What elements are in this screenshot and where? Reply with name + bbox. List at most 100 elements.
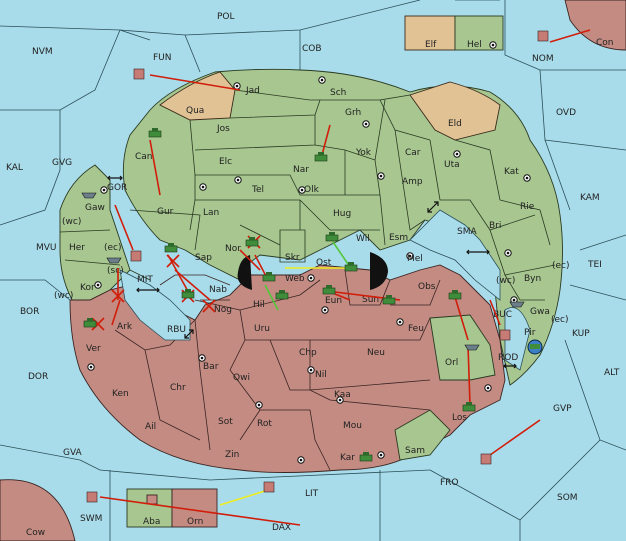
supply-center-sch xyxy=(318,76,326,84)
sea-label-dor: DOR xyxy=(28,372,48,382)
army-eun xyxy=(322,285,336,295)
land-label-hug: Hug xyxy=(333,209,351,219)
fleet-kor xyxy=(106,257,122,264)
sea-label-nvm: NVM xyxy=(32,47,53,57)
land-label-elf: Elf xyxy=(425,40,437,50)
army-buc xyxy=(499,329,511,341)
sea-label-fro: FRO xyxy=(440,478,459,488)
supply-center-jad xyxy=(233,82,241,90)
sea-label-kam: KAM xyxy=(580,193,600,203)
land-label-group: Elf Hel Con Jad Sch Qua Jos Grh Eld Can … xyxy=(26,38,614,538)
canal xyxy=(237,252,388,290)
units xyxy=(81,30,549,503)
land-label-nab: Nab xyxy=(209,285,227,295)
supply-center-her xyxy=(100,186,108,194)
land-label-aba: Aba xyxy=(143,517,160,527)
land-label-wc2: (wc) xyxy=(496,276,515,286)
army-wil xyxy=(325,232,339,242)
land-label-byn: Byn xyxy=(524,274,541,284)
land-label-bar: Bar xyxy=(203,362,219,372)
army-can xyxy=(148,128,162,138)
supply-center-nil xyxy=(307,366,315,374)
army-ark xyxy=(83,318,97,328)
land-label-uru: Uru xyxy=(254,324,270,334)
land-label-kor: Kor xyxy=(80,283,95,293)
land-label-orl: Orl xyxy=(445,358,458,368)
army-obs xyxy=(448,290,462,300)
sea-label-mit: MIT xyxy=(137,275,153,285)
land-label-qua: Qua xyxy=(186,106,204,116)
land-label-kar: Kar xyxy=(340,453,355,463)
sea-label-lit: LIT xyxy=(305,489,319,499)
land-label-ark: Ark xyxy=(117,322,133,332)
land-label-wc1: (wc) xyxy=(62,217,81,227)
land-label-ec3: (ec) xyxy=(551,315,569,325)
land-label-neu: Neu xyxy=(367,348,385,358)
aba-unit-marker xyxy=(146,494,158,505)
land-label-web: Web xyxy=(285,274,305,284)
army-nar xyxy=(314,152,328,162)
land-label-mou: Mou xyxy=(343,421,362,431)
land-label-kaa: Kaa xyxy=(334,390,351,400)
army-nab xyxy=(181,289,195,299)
land-label-ost: Ost xyxy=(316,258,332,268)
supply-center-kor xyxy=(94,281,102,289)
land-label-sap: Sap xyxy=(195,253,212,263)
supply-center-esm xyxy=(406,252,414,260)
sea-label-pol: POL xyxy=(217,12,235,22)
supply-center-uta xyxy=(453,150,461,158)
red-borders xyxy=(114,269,441,471)
fleet-obs xyxy=(464,344,480,351)
land-label-cow: Cow xyxy=(26,528,45,538)
land-label-ver: Ver xyxy=(86,344,101,354)
land-label-sot: Sot xyxy=(218,417,233,427)
land-label-sun: Sun xyxy=(362,295,379,305)
land-label-esm: Esm xyxy=(389,233,408,243)
sea-label-sma: SMA xyxy=(457,227,477,237)
land-label-wil: Wil xyxy=(356,234,370,244)
army-ost xyxy=(344,262,358,272)
land-label-wc3: (wc) xyxy=(54,291,73,301)
province-eld[interactable] xyxy=(409,81,501,141)
supply-center-web xyxy=(307,274,315,282)
land-label-eun: Eun xyxy=(325,296,342,306)
supply-center-chr xyxy=(198,354,206,362)
land-label-chp: Chp xyxy=(299,348,317,358)
army-lit xyxy=(263,481,275,493)
supply-center-gur xyxy=(199,183,207,191)
land-label-kat: Kat xyxy=(504,167,519,177)
land-label-ec2: (ec) xyxy=(552,261,570,271)
land-label-nor: Nor xyxy=(225,244,241,254)
province-orl[interactable] xyxy=(429,314,496,381)
supply-center-eun xyxy=(321,306,329,314)
province-sam[interactable] xyxy=(394,409,451,461)
land-label-mel: Mel xyxy=(407,254,423,264)
sea-label-som: SOM xyxy=(557,493,578,503)
sea-label-cob: COB xyxy=(302,44,322,54)
land-label-elc: Elc xyxy=(219,157,232,167)
land-label-olk: Olk xyxy=(304,185,320,195)
land-label-yok: Yok xyxy=(355,148,372,158)
land-label-amp: Amp xyxy=(402,177,423,187)
army-kar xyxy=(359,452,373,462)
pir-fleet-marker xyxy=(527,339,543,355)
land-label-ail: Ail xyxy=(145,422,156,432)
supply-centers xyxy=(87,41,531,464)
fleet-gaw xyxy=(81,192,97,199)
land-label-lan: Lan xyxy=(203,208,219,218)
province-qua[interactable] xyxy=(159,71,236,121)
army-nor xyxy=(245,237,259,247)
sea-label-ovd: OVD xyxy=(556,108,576,118)
land-label-rie: Rie xyxy=(520,202,535,212)
sea-label-kup: KUP xyxy=(572,329,590,339)
army-sap xyxy=(164,243,178,253)
land-label-nil: Nil xyxy=(315,370,327,380)
order-arrows xyxy=(99,29,591,526)
supply-center-kat xyxy=(523,174,531,182)
supply-center-olk xyxy=(298,186,306,194)
land-label-chr: Chr xyxy=(170,383,186,393)
supply-center-grh xyxy=(362,120,370,128)
sea-label-kal: KAL xyxy=(6,163,23,173)
land-label-jos: Jos xyxy=(216,124,230,134)
